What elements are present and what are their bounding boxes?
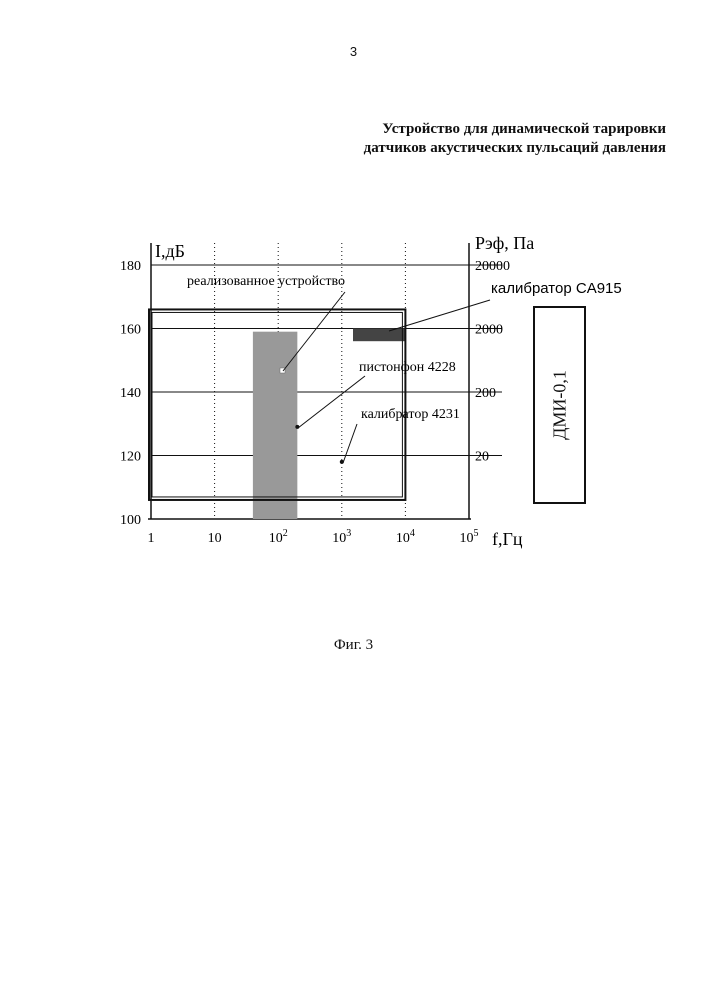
x-axis-label: f,Гц <box>492 529 523 549</box>
annotation-pistonphone: пистонфон 4228 <box>359 360 456 375</box>
y-tick-label-left: 140 <box>120 386 141 401</box>
x-tick-label: 104 <box>396 528 415 546</box>
annotation-calibrator-ca915: калибратор CA915 <box>491 280 622 297</box>
realized-device-bar <box>253 332 297 519</box>
annotation-calibrator-4231: калибратор 4231 <box>361 407 460 422</box>
y-tick-label-left: 100 <box>120 513 141 528</box>
y-tick-label-right: 20000 <box>475 259 510 274</box>
y-tick-label-left: 160 <box>120 323 141 338</box>
y-tick-label-right: 2000 <box>475 323 503 338</box>
y-axis-right-label: Pэф, Па <box>475 233 534 253</box>
x-tick-label: 102 <box>269 528 288 546</box>
x-tick-label: 10 <box>208 531 222 546</box>
dmi-device-box: ДМИ-0,1 <box>533 306 586 504</box>
figure-caption: Фиг. 3 <box>0 637 707 654</box>
x-tick-label: 103 <box>332 528 351 546</box>
dmi-device-label: ДМИ-0,1 <box>549 370 570 440</box>
y-tick-label-right: 200 <box>475 386 496 401</box>
tick-labels: 100 120 140 160 180 20 200 2000 20000 1 10 102 103 10… <box>120 259 510 546</box>
y-axis-left-label: I,дБ <box>155 241 185 261</box>
leader-pistonphone <box>298 376 365 428</box>
calibrator-ca915-bar <box>353 329 405 342</box>
y-tick-label-left: 120 <box>120 450 141 465</box>
chart-bars <box>253 329 406 520</box>
x-tick-label: 105 <box>460 528 479 546</box>
leader-realized-device <box>283 292 345 371</box>
leader-calibrator-4231 <box>343 424 357 463</box>
x-tick-label: 1 <box>148 531 155 546</box>
y-tick-label-left: 180 <box>120 259 141 274</box>
annotation-realized-device: реализованное устройство <box>187 274 345 289</box>
y-tick-label-right: 20 <box>475 450 489 465</box>
